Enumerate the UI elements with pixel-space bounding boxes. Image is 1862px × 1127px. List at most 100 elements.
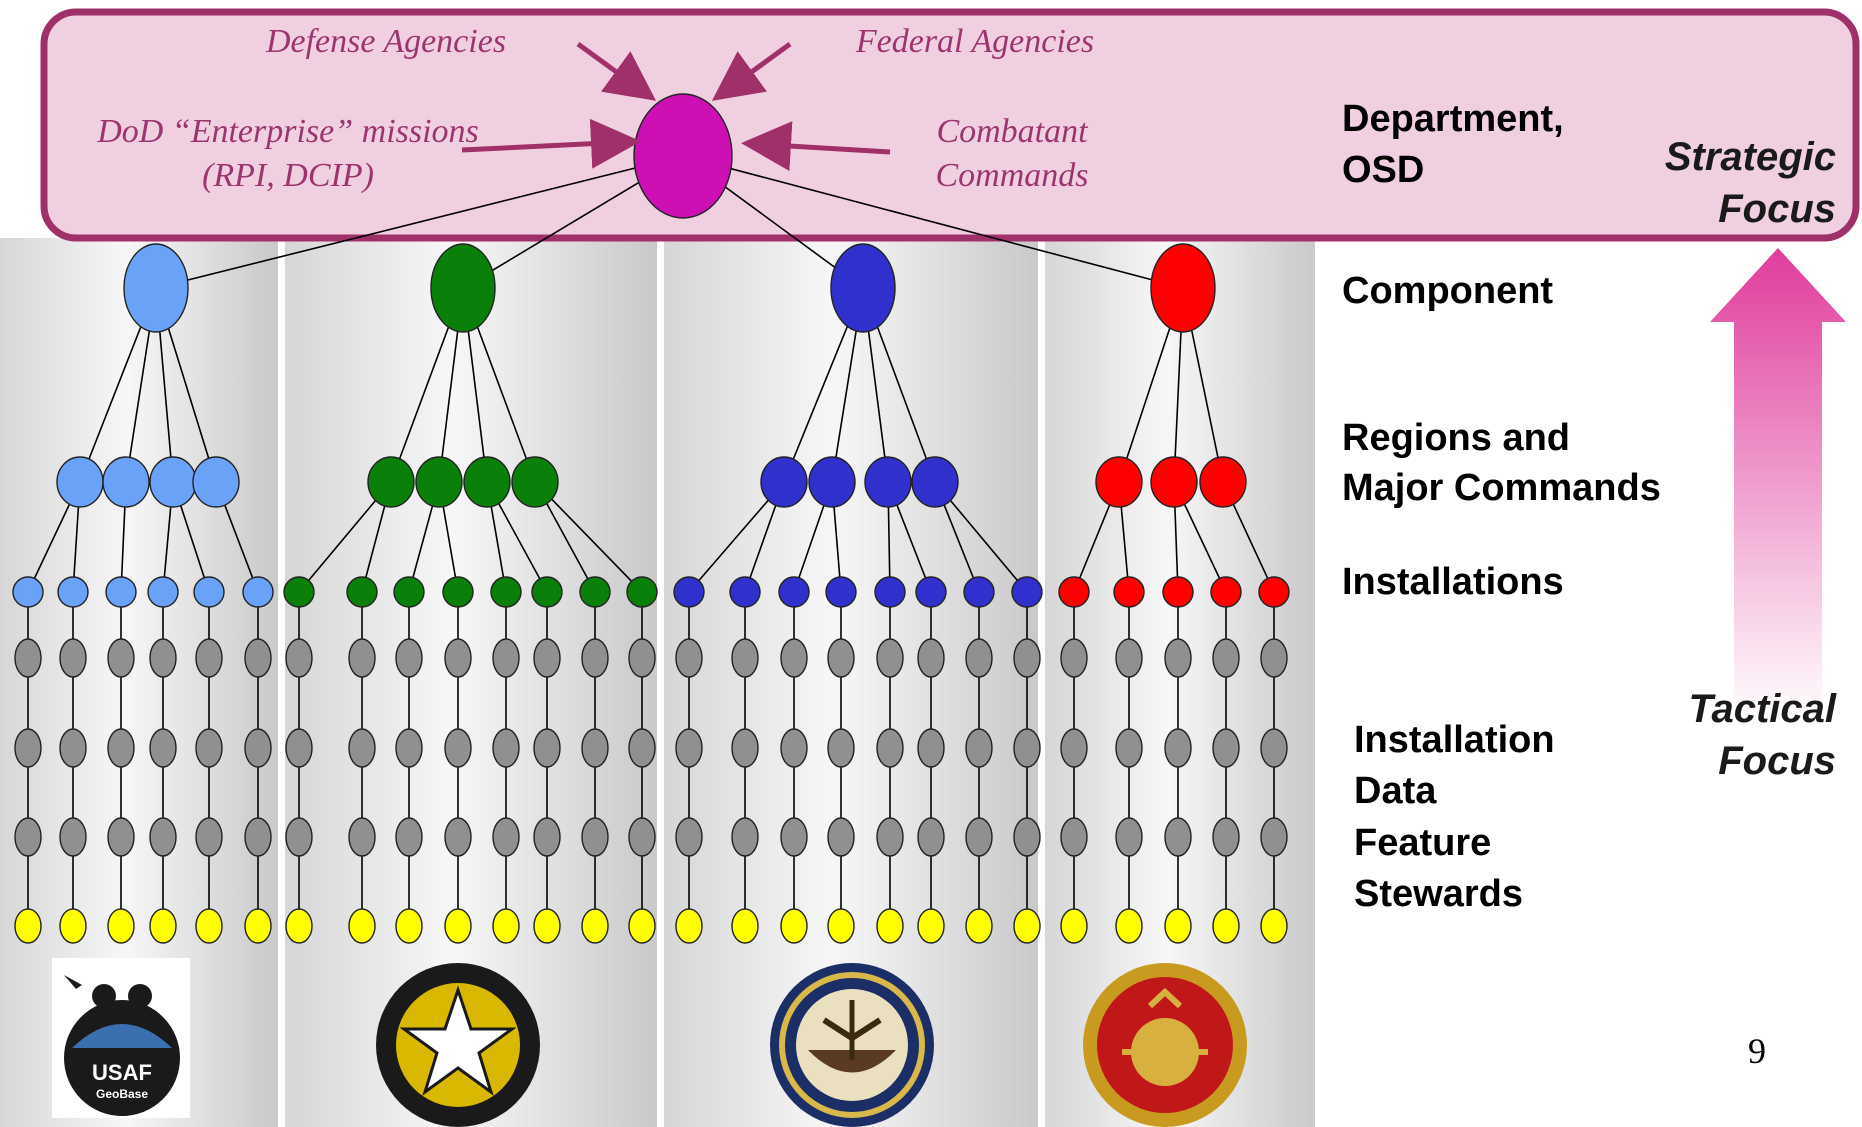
feature-node bbox=[444, 728, 472, 768]
steward-node bbox=[149, 908, 177, 944]
installation-node bbox=[1210, 576, 1242, 608]
installation-node bbox=[442, 576, 474, 608]
feature-node bbox=[1115, 817, 1143, 857]
installation-node bbox=[626, 576, 658, 608]
region-node bbox=[1095, 456, 1143, 508]
feature-node bbox=[1164, 728, 1192, 768]
steward-node bbox=[827, 908, 855, 944]
steward-node bbox=[876, 908, 904, 944]
feature-node bbox=[1013, 817, 1041, 857]
feature-node bbox=[1212, 817, 1240, 857]
tactical-focus-line1: Tactical bbox=[1689, 687, 1837, 731]
installation-node bbox=[193, 576, 225, 608]
component-node bbox=[430, 243, 496, 333]
feature-node bbox=[149, 817, 177, 857]
steward-node bbox=[14, 908, 42, 944]
steward-node bbox=[675, 908, 703, 944]
installation-node bbox=[147, 576, 179, 608]
feature-node bbox=[917, 728, 945, 768]
installation-node bbox=[963, 576, 995, 608]
installation-node bbox=[825, 576, 857, 608]
usmc-seal-icon bbox=[1083, 963, 1247, 1127]
installation-node bbox=[1011, 576, 1043, 608]
arrow-combatant-commands bbox=[741, 121, 891, 172]
department-band bbox=[40, 8, 1860, 242]
level-label-data-line4: Stewards bbox=[1354, 873, 1523, 915]
feature-node bbox=[195, 638, 223, 678]
level-label-osd: OSD bbox=[1342, 149, 1424, 191]
feature-node bbox=[149, 728, 177, 768]
feature-node bbox=[876, 817, 904, 857]
feature-node bbox=[1013, 638, 1041, 678]
feature-node bbox=[827, 638, 855, 678]
steward-node bbox=[1013, 908, 1041, 944]
steward-node bbox=[395, 908, 423, 944]
steward-node bbox=[1060, 908, 1088, 944]
feature-node bbox=[675, 638, 703, 678]
feature-node bbox=[628, 728, 656, 768]
feature-node bbox=[1115, 728, 1143, 768]
feature-node bbox=[14, 728, 42, 768]
feature-node bbox=[492, 817, 520, 857]
feature-node bbox=[533, 638, 561, 678]
feature-node bbox=[581, 638, 609, 678]
feature-node bbox=[533, 817, 561, 857]
feature-node bbox=[780, 817, 808, 857]
installation-node bbox=[393, 576, 425, 608]
region-node bbox=[911, 456, 959, 508]
feature-node bbox=[675, 728, 703, 768]
tactical-focus-line2: Focus bbox=[1718, 739, 1836, 783]
feature-node bbox=[444, 817, 472, 857]
arrow-federal-agencies bbox=[711, 41, 792, 101]
region-node bbox=[760, 456, 808, 508]
steward-node bbox=[1260, 908, 1288, 944]
steward-node bbox=[107, 908, 135, 944]
feature-node bbox=[14, 817, 42, 857]
feature-node bbox=[1212, 638, 1240, 678]
feature-node bbox=[348, 817, 376, 857]
feature-node bbox=[731, 728, 759, 768]
feature-node bbox=[107, 638, 135, 678]
feature-node bbox=[1260, 638, 1288, 678]
installation-node bbox=[346, 576, 378, 608]
label-defense-agencies: Defense Agencies bbox=[265, 23, 506, 60]
label-dod-enterprise-line2: (RPI, DCIP) bbox=[202, 157, 374, 194]
steward-node bbox=[533, 908, 561, 944]
feature-node bbox=[780, 638, 808, 678]
installation-node bbox=[12, 576, 44, 608]
installation-node bbox=[579, 576, 611, 608]
installation-node bbox=[490, 576, 522, 608]
level-label-regions-line2: Major Commands bbox=[1342, 467, 1661, 509]
region-node bbox=[56, 456, 104, 508]
installation-node bbox=[874, 576, 906, 608]
feature-node bbox=[1060, 728, 1088, 768]
region-node bbox=[192, 456, 240, 508]
edge-osd-to-component bbox=[155, 155, 684, 289]
feature-node bbox=[1164, 817, 1192, 857]
installation-node bbox=[105, 576, 137, 608]
feature-node bbox=[965, 638, 993, 678]
steward-node bbox=[628, 908, 656, 944]
region-node bbox=[102, 456, 150, 508]
feature-node bbox=[195, 728, 223, 768]
region-node bbox=[808, 456, 856, 508]
feature-node bbox=[1060, 638, 1088, 678]
level-label-regions-line1: Regions and bbox=[1342, 417, 1570, 459]
page-number: 9 bbox=[1748, 1031, 1766, 1071]
focus-arrow-icon bbox=[1710, 248, 1846, 720]
feature-node bbox=[628, 817, 656, 857]
feature-node bbox=[492, 638, 520, 678]
feature-node bbox=[395, 728, 423, 768]
component-node bbox=[123, 243, 189, 333]
steward-node bbox=[1115, 908, 1143, 944]
osd-node bbox=[633, 93, 733, 219]
feature-node bbox=[917, 638, 945, 678]
installation-node bbox=[1058, 576, 1090, 608]
feature-node bbox=[827, 728, 855, 768]
installation-node bbox=[283, 576, 315, 608]
installation-node bbox=[915, 576, 947, 608]
usaf-geobase-logo-icon: USAF GeoBase bbox=[52, 958, 190, 1118]
feature-node bbox=[59, 728, 87, 768]
navy-seal-icon bbox=[770, 963, 934, 1127]
steward-node bbox=[917, 908, 945, 944]
